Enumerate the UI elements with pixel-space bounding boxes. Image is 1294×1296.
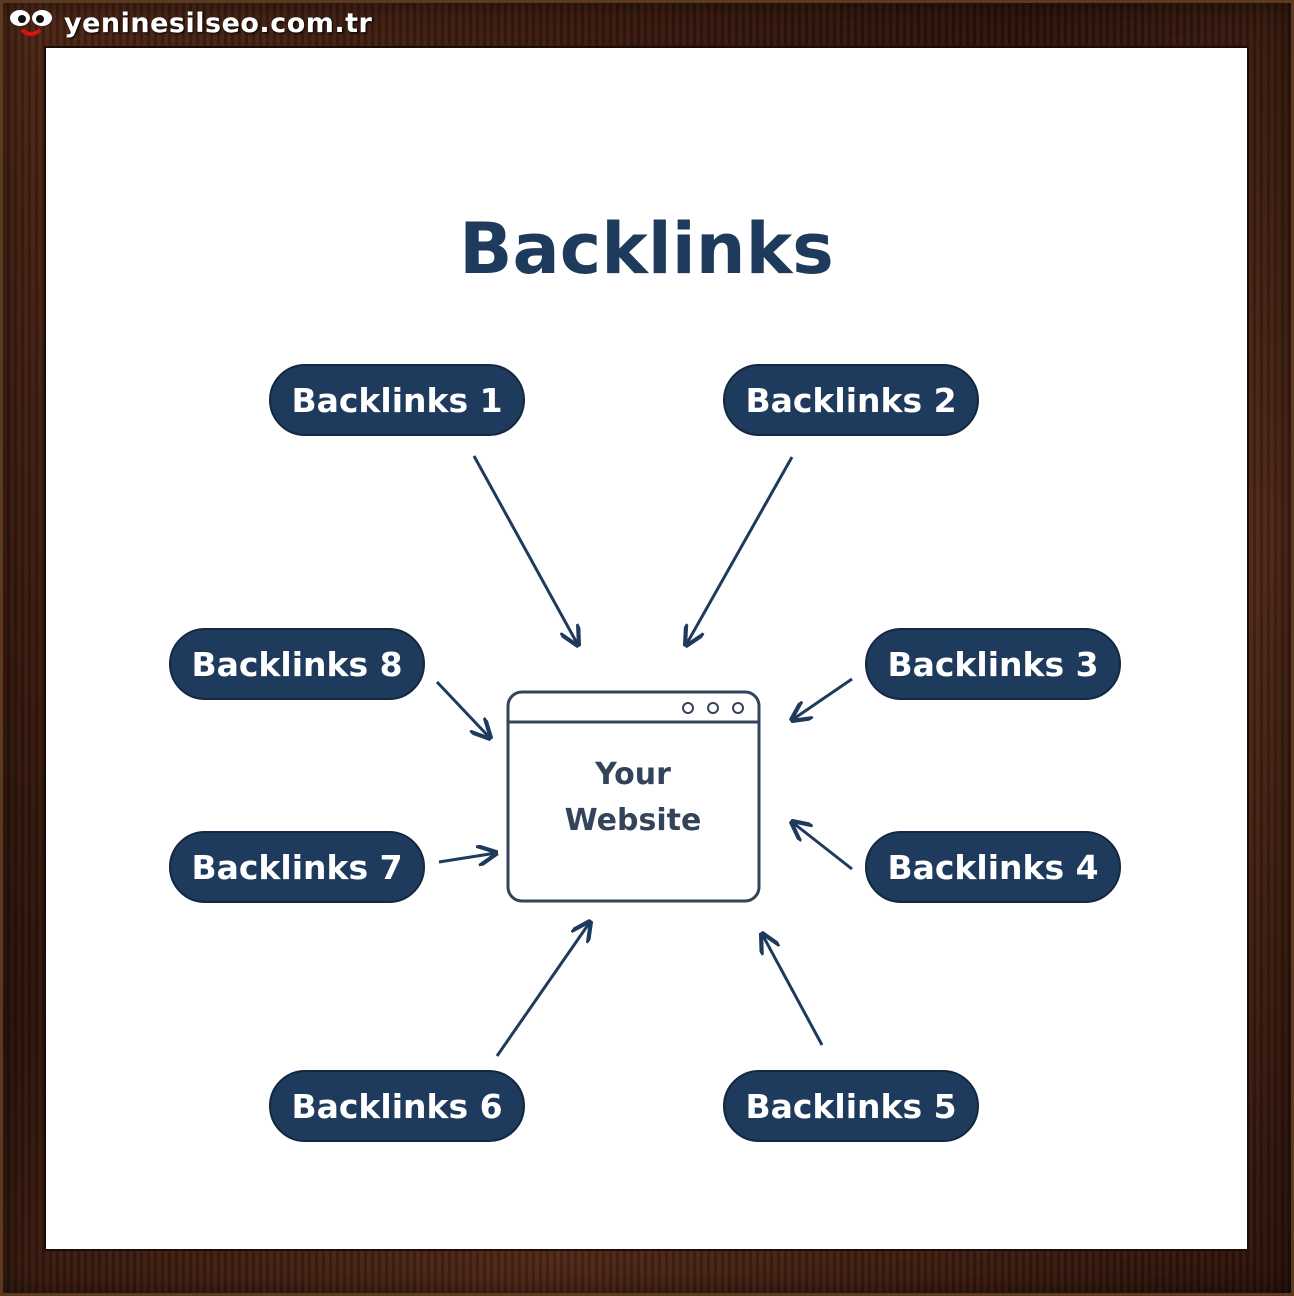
arrow-7 — [438, 853, 496, 862]
arrow-1 — [472, 455, 578, 645]
diagram-canvas: Backlinks Your Website Backlinks 1 Backl… — [46, 48, 1247, 1249]
backlink-node-6: Backlinks 6 — [269, 1070, 525, 1142]
cartoon-eyes-logo — [10, 10, 52, 36]
backlink-node-5: Backlinks 5 — [723, 1070, 979, 1142]
watermark-text: yeninesilseo.com.tr — [64, 7, 373, 39]
arrow-layer — [435, 455, 853, 1057]
watermark: yeninesilseo.com.tr — [8, 4, 372, 42]
backlink-node-4: Backlinks 4 — [865, 831, 1121, 903]
backlink-node-8: Backlinks 8 — [169, 628, 425, 700]
arrow-3 — [792, 677, 853, 720]
arrow-2 — [686, 456, 794, 645]
arrow-5 — [762, 934, 824, 1046]
diagram-title: Backlinks — [459, 208, 834, 290]
backlink-node-7: Backlinks 7 — [169, 831, 425, 903]
center-line-2: Website — [564, 803, 702, 838]
arrow-4 — [792, 822, 853, 871]
arrow-8 — [435, 680, 490, 738]
arrow-6 — [495, 922, 590, 1057]
backlink-node-2: Backlinks 2 — [723, 364, 979, 436]
center-line-1: Your — [595, 757, 671, 792]
backlink-node-3: Backlinks 3 — [865, 628, 1121, 700]
your-website-label: Your Website — [506, 752, 760, 844]
backlink-node-1: Backlinks 1 — [269, 364, 525, 436]
browser-window-icon — [506, 690, 761, 903]
